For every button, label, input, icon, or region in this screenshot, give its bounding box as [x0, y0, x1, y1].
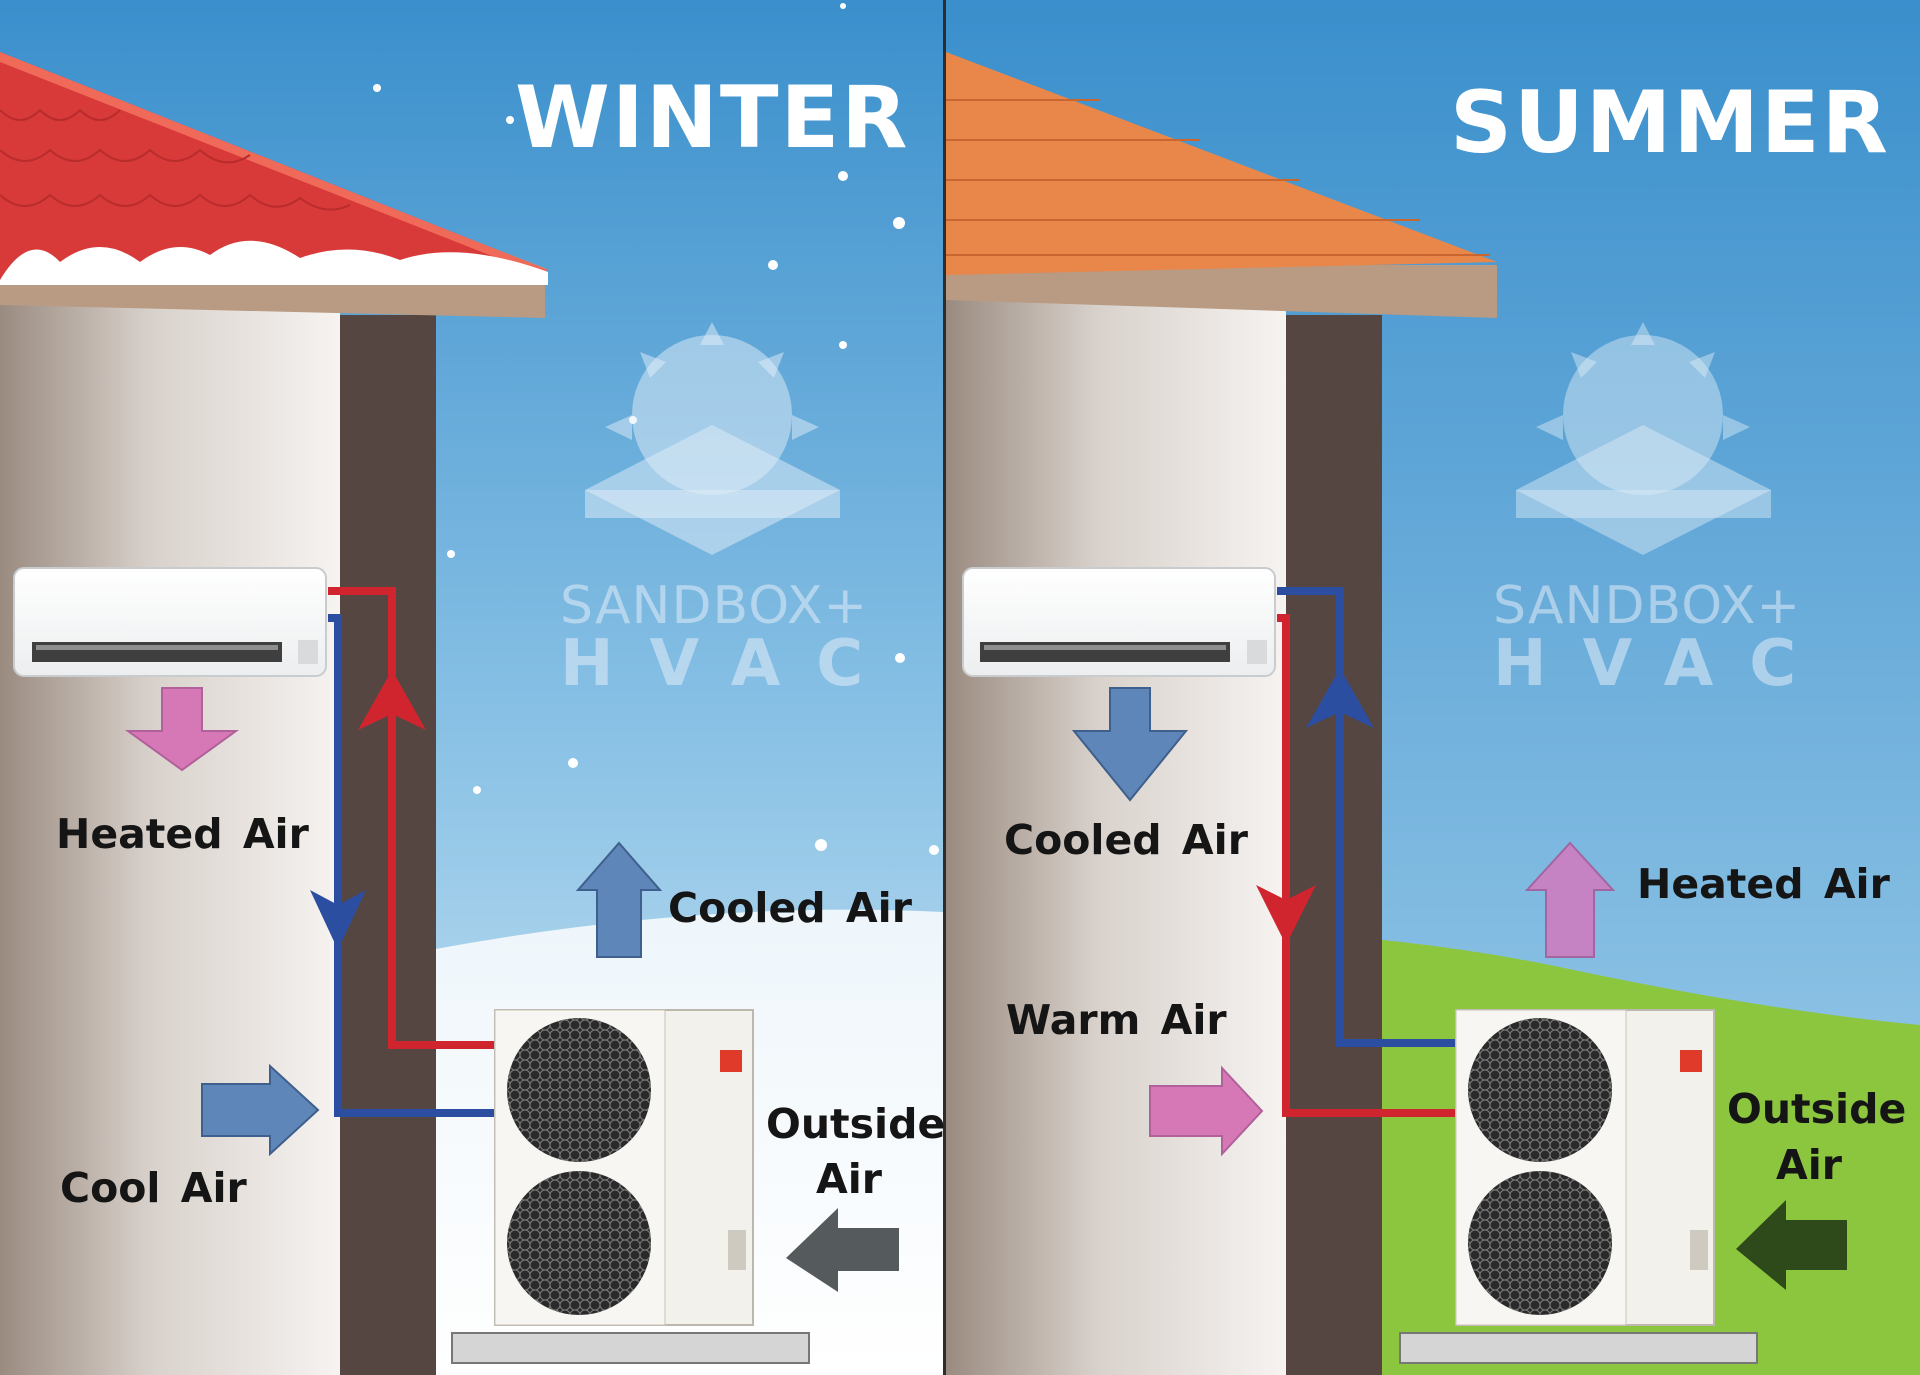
- winter-air-label: Air: [816, 1155, 883, 1203]
- summer-interior-wall: [946, 300, 1286, 1375]
- cold-line: [328, 614, 496, 1117]
- winter-outside-air-arrow: [786, 1208, 899, 1292]
- cold-line-arrow: [1306, 668, 1374, 728]
- winter-cooled-air-arrow: [575, 841, 663, 958]
- winter-heated-air-arrow: [124, 687, 240, 772]
- winter-cooled-air-label: Cooled Air: [668, 884, 912, 932]
- winter-heated-air-label: Heated Air: [56, 810, 309, 858]
- winter-panel: [0, 0, 943, 1375]
- winter-cool-air-arrow: [201, 1063, 320, 1157]
- watermark-summer: SANDBOX+ HVAC: [1493, 576, 1833, 701]
- summer-air-label: Air: [1776, 1141, 1843, 1189]
- watermark-line2: HVAC: [560, 627, 900, 701]
- summer-panel: [946, 0, 1920, 1375]
- summer-heated-air-label: Heated Air: [1637, 860, 1890, 908]
- summer-outdoor-unit: [1399, 1009, 1758, 1364]
- snowflakes: [373, 3, 939, 855]
- winter-outdoor-unit: [451, 1009, 810, 1364]
- summer-roof: [946, 52, 1497, 318]
- hot-line: [328, 587, 496, 1049]
- summer-exterior-wall: [1286, 315, 1382, 1375]
- cold-line: [1277, 587, 1456, 1047]
- hot-line-arrow: [1256, 885, 1316, 945]
- watermark-logo-icon-2: [1516, 322, 1771, 555]
- hot-line: [1277, 614, 1456, 1117]
- summer-heated-air-arrow: [1524, 841, 1616, 958]
- hot-line-arrow: [358, 670, 426, 730]
- watermark-winter: SANDBOX+ HVAC: [560, 576, 900, 701]
- summer-cooled-air-arrow: [1071, 687, 1189, 802]
- watermark-line1: SANDBOX+: [560, 576, 869, 636]
- summer-outside-label: Outside: [1727, 1085, 1907, 1133]
- summer-refrigerant-lines: [1277, 587, 1456, 1117]
- roof-snow: [0, 240, 548, 285]
- watermark-line2: HVAC: [1493, 627, 1833, 701]
- summer-warm-air-label: Warm Air: [1006, 996, 1227, 1044]
- winter-cool-air-label: Cool Air: [60, 1164, 247, 1212]
- cold-line-arrow: [310, 890, 366, 950]
- summer-indoor-unit: [962, 567, 1276, 677]
- winter-refrigerant-lines: [328, 587, 496, 1117]
- panel-divider: [943, 0, 946, 1375]
- summer-title: SUMMER: [1450, 73, 1890, 173]
- winter-outside-label: Outside: [766, 1100, 946, 1148]
- winter-indoor-unit: [13, 567, 327, 677]
- summer-cooled-air-label: Cooled Air: [1004, 816, 1248, 864]
- summer-warm-air-arrow: [1149, 1065, 1264, 1157]
- winter-roof: [0, 52, 548, 318]
- watermark-logo-icon: [585, 322, 840, 555]
- summer-outside-air-arrow: [1736, 1200, 1847, 1290]
- winter-interior-wall: [0, 300, 340, 1375]
- watermark-line1: SANDBOX+: [1493, 576, 1802, 636]
- winter-title: WINTER: [515, 68, 910, 168]
